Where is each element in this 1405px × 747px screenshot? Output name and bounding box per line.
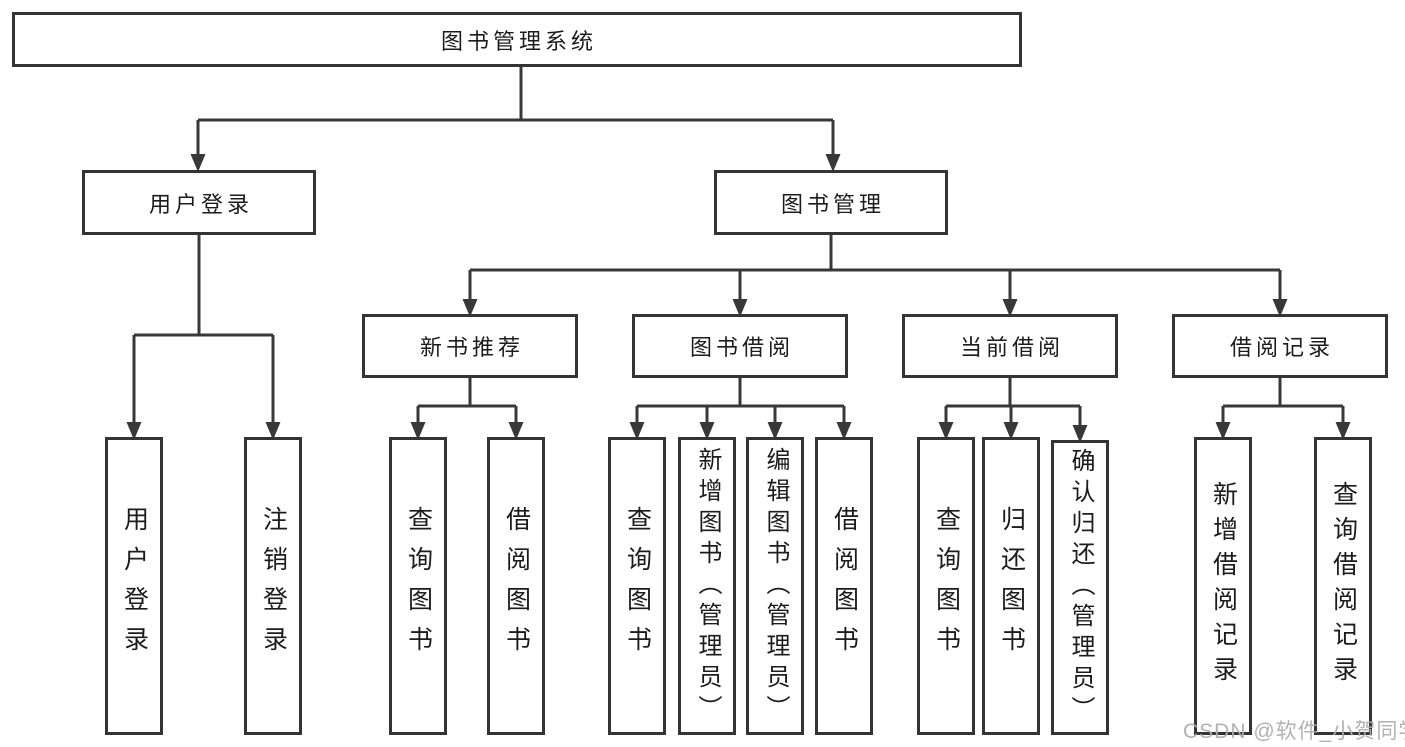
node-label: 归还图书 — [997, 506, 1026, 666]
node-label: 图书管理 — [780, 191, 885, 217]
leaf-query-books-2: 查询图书 — [608, 437, 666, 735]
arrowhead — [1335, 422, 1351, 440]
node-label: 用户登录 — [120, 506, 149, 666]
arrowhead — [767, 422, 783, 440]
node-label: 编辑图书（管理员） — [762, 446, 789, 726]
arrowhead — [1003, 422, 1019, 440]
leaf-query-borrow-record: 查询借阅记录 — [1314, 437, 1372, 735]
connector-user-login — [132, 235, 275, 424]
arrowhead — [629, 422, 645, 440]
leaf-query-books-3: 查询图书 — [917, 437, 975, 735]
node-user-login: 用户登录 — [82, 170, 316, 235]
arrowhead — [265, 422, 281, 440]
node-book-management: 图书管理 — [714, 170, 948, 235]
arrowhead — [1072, 425, 1088, 443]
arrowhead — [836, 422, 852, 440]
arrowhead — [126, 422, 142, 440]
node-label: 用户登录 — [148, 191, 253, 217]
node-label: 借阅图书 — [502, 506, 531, 666]
node-label: 图书管理系统 — [440, 28, 597, 54]
node-label: 新书推荐 — [419, 335, 524, 360]
arrowhead — [410, 422, 426, 440]
leaf-query-books-1: 查询图书 — [389, 437, 447, 735]
connector-root — [196, 66, 835, 156]
leaf-logout: 注销登录 — [244, 437, 302, 735]
node-label: 新增图书（管理员） — [694, 446, 721, 726]
connector-book-borrowing — [635, 378, 846, 424]
leaf-edit-book-admin: 编辑图书（管理员） — [746, 437, 804, 735]
node-current-borrowing: 当前借阅 — [902, 314, 1118, 378]
arrowhead — [190, 154, 206, 172]
node-label: 当前借阅 — [959, 335, 1064, 360]
watermark-text: CSDN @软件_小贺同学 — [1183, 720, 1405, 743]
arrowhead — [1272, 299, 1288, 317]
node-label: 确认归还（管理员） — [1067, 448, 1094, 727]
leaf-confirm-return-admin: 确认归还（管理员） — [1051, 440, 1109, 735]
arrowhead — [732, 299, 748, 317]
arrowhead — [825, 154, 841, 172]
node-label: 借阅图书 — [830, 506, 859, 666]
arrowhead — [699, 422, 715, 440]
connector-borrowing-records — [1221, 378, 1345, 424]
node-label: 查询图书 — [623, 506, 652, 666]
node-label: 新增借阅记录 — [1209, 481, 1238, 691]
leaf-return-books: 归还图书 — [982, 437, 1040, 735]
node-label: 注销登录 — [259, 506, 288, 666]
connector-book-management — [468, 235, 1282, 301]
arrowhead — [1215, 422, 1231, 440]
node-label: 图书借阅 — [689, 335, 794, 360]
node-borrowing-records: 借阅记录 — [1172, 314, 1388, 378]
node-library-system: 图书管理系统 — [12, 12, 1022, 67]
connector-current-borrowing — [944, 378, 1082, 427]
arrowhead — [938, 422, 954, 440]
leaf-add-book-admin: 新增图书（管理员） — [678, 437, 736, 735]
arrowhead — [508, 422, 524, 440]
node-label: 查询借阅记录 — [1329, 481, 1358, 691]
leaf-add-borrow-record: 新增借阅记录 — [1194, 437, 1252, 735]
node-new-book-recommendation: 新书推荐 — [362, 314, 578, 378]
arrowhead — [1002, 299, 1018, 317]
connector-new-book — [416, 378, 518, 424]
node-label: 借阅记录 — [1229, 335, 1334, 360]
leaf-borrow-books-1: 借阅图书 — [487, 437, 545, 735]
node-book-borrowing: 图书借阅 — [632, 314, 848, 378]
leaf-user-login: 用户登录 — [105, 437, 163, 735]
node-label: 查询图书 — [932, 506, 961, 666]
leaf-borrow-books-2: 借阅图书 — [815, 437, 873, 735]
node-label: 查询图书 — [404, 506, 433, 666]
arrowhead — [462, 299, 478, 317]
